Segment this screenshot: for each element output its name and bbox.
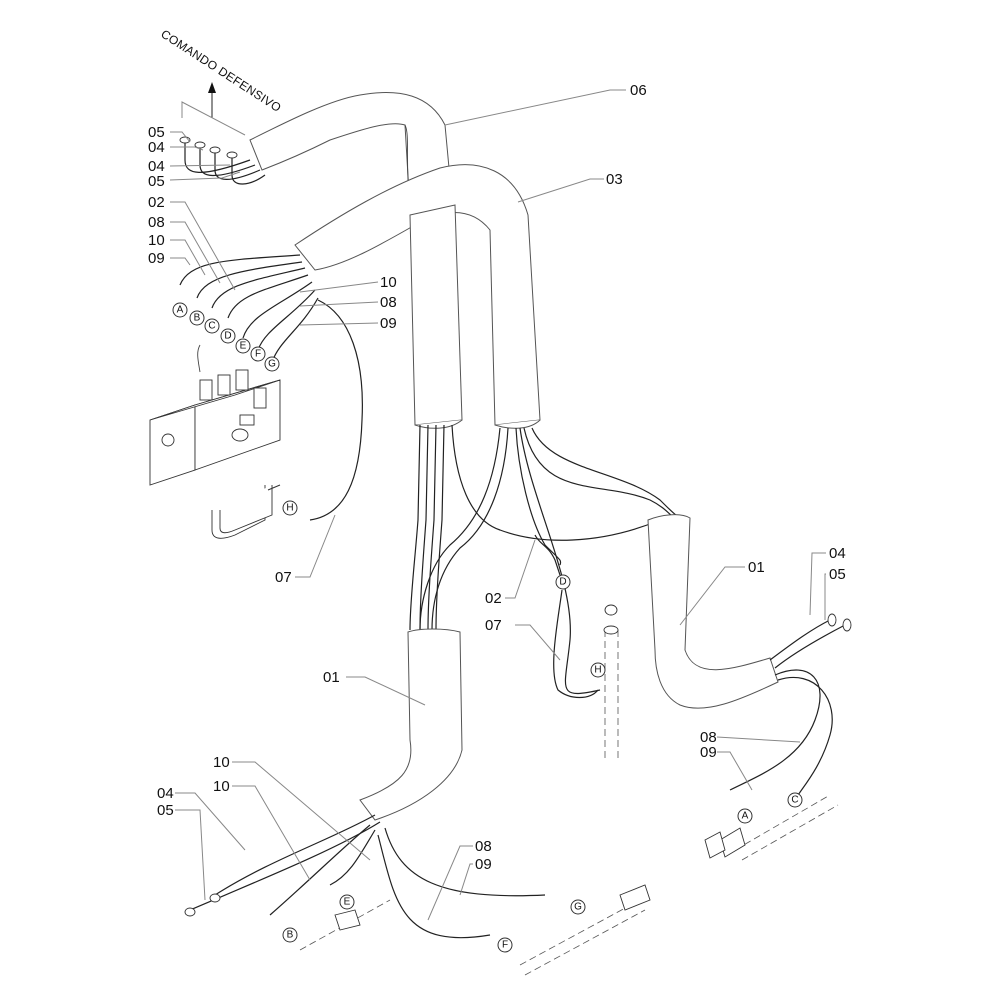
callout-10: 10 xyxy=(213,754,230,771)
callout-08: 08 xyxy=(700,729,717,746)
lower-hoses: B E G F xyxy=(184,814,651,976)
callout-07: 07 xyxy=(485,617,502,634)
mid-port-D xyxy=(555,574,571,590)
port-D-label: D xyxy=(224,331,231,342)
valve-hoses xyxy=(179,254,363,521)
mid-port-H xyxy=(590,662,606,678)
bottom-port-G xyxy=(570,899,586,915)
port-G xyxy=(264,356,280,372)
port-E xyxy=(235,338,251,354)
callout-09: 09 xyxy=(475,856,492,873)
port-G-label: G xyxy=(268,359,276,370)
callout-09: 09 xyxy=(700,744,717,761)
diagram-heading: COMANDO DEFENSIVO xyxy=(158,27,283,115)
callout-09: 09 xyxy=(380,315,397,332)
bottom-port-B-label: B xyxy=(287,930,294,941)
callout-01: 01 xyxy=(323,669,340,686)
callout-05: 05 xyxy=(148,124,165,141)
bottom-port-E xyxy=(339,894,355,910)
callout-03: 03 xyxy=(606,171,623,188)
callout-04: 04 xyxy=(829,545,846,562)
port-D xyxy=(220,328,236,344)
control-valve-block xyxy=(149,344,281,486)
port-B xyxy=(189,310,205,326)
bracket-leader xyxy=(181,101,246,136)
bottom-port-G-label: G xyxy=(574,902,582,913)
port-H-label: H xyxy=(286,503,293,514)
callout-05: 05 xyxy=(148,173,165,190)
right-cylinder: A C xyxy=(704,792,839,861)
callout-labels: 05 04 04 05 02 08 10 09 10 08 09 06 03 0… xyxy=(148,82,846,873)
right-port-A-label: A xyxy=(742,811,749,822)
port-C xyxy=(204,318,220,334)
port-F xyxy=(250,346,266,362)
callout-04: 04 xyxy=(148,158,165,175)
callout-08: 08 xyxy=(475,838,492,855)
callout-01: 01 xyxy=(748,559,765,576)
callout-05: 05 xyxy=(829,566,846,583)
port-H xyxy=(282,500,298,516)
callout-09: 09 xyxy=(148,250,165,267)
sleeve-03-end-b xyxy=(494,419,541,429)
callout-04: 04 xyxy=(148,139,165,156)
callout-10: 10 xyxy=(380,274,397,291)
callout-08: 08 xyxy=(148,214,165,231)
bottom-port-F-label: F xyxy=(502,940,508,951)
right-tubes xyxy=(729,613,852,801)
right-port-C xyxy=(787,792,803,808)
port-F-label: F xyxy=(255,349,261,360)
bottom-port-F xyxy=(497,937,513,953)
port-A xyxy=(172,302,188,318)
mid-cylinder: H D xyxy=(534,534,619,760)
valve-ports: A B C D E F G xyxy=(172,302,280,372)
callout-04: 04 xyxy=(157,785,174,802)
callout-07: 07 xyxy=(275,569,292,586)
sleeve-01-right xyxy=(647,514,779,709)
callout-02: 02 xyxy=(148,194,165,211)
port-A-label: A xyxy=(177,305,184,316)
direction-arrow xyxy=(208,82,216,118)
callout-08: 08 xyxy=(380,294,397,311)
hose-bundle-top xyxy=(179,136,266,185)
right-port-A xyxy=(737,808,753,824)
return-pipe-left: H xyxy=(211,484,298,539)
sleeve-01-left xyxy=(359,628,463,821)
port-C-label: C xyxy=(208,321,215,332)
port-E-label: E xyxy=(240,341,247,352)
mid-port-H-label: H xyxy=(594,665,601,676)
callout-10: 10 xyxy=(213,778,230,795)
bottom-port-E-label: E xyxy=(344,897,351,908)
right-port-C-label: C xyxy=(791,795,798,806)
callout-06: 06 xyxy=(630,82,647,99)
mid-port-D-label: D xyxy=(559,577,566,588)
bottom-port-B xyxy=(282,927,298,943)
leader-lines xyxy=(169,89,826,921)
port-B-label: B xyxy=(194,313,201,324)
callout-05: 05 xyxy=(157,802,174,819)
sleeve-03 xyxy=(294,164,541,426)
sleeve-03-end-a xyxy=(414,419,463,429)
callout-10: 10 xyxy=(148,232,165,249)
callout-02: 02 xyxy=(485,590,502,607)
center-bundle xyxy=(409,424,689,694)
